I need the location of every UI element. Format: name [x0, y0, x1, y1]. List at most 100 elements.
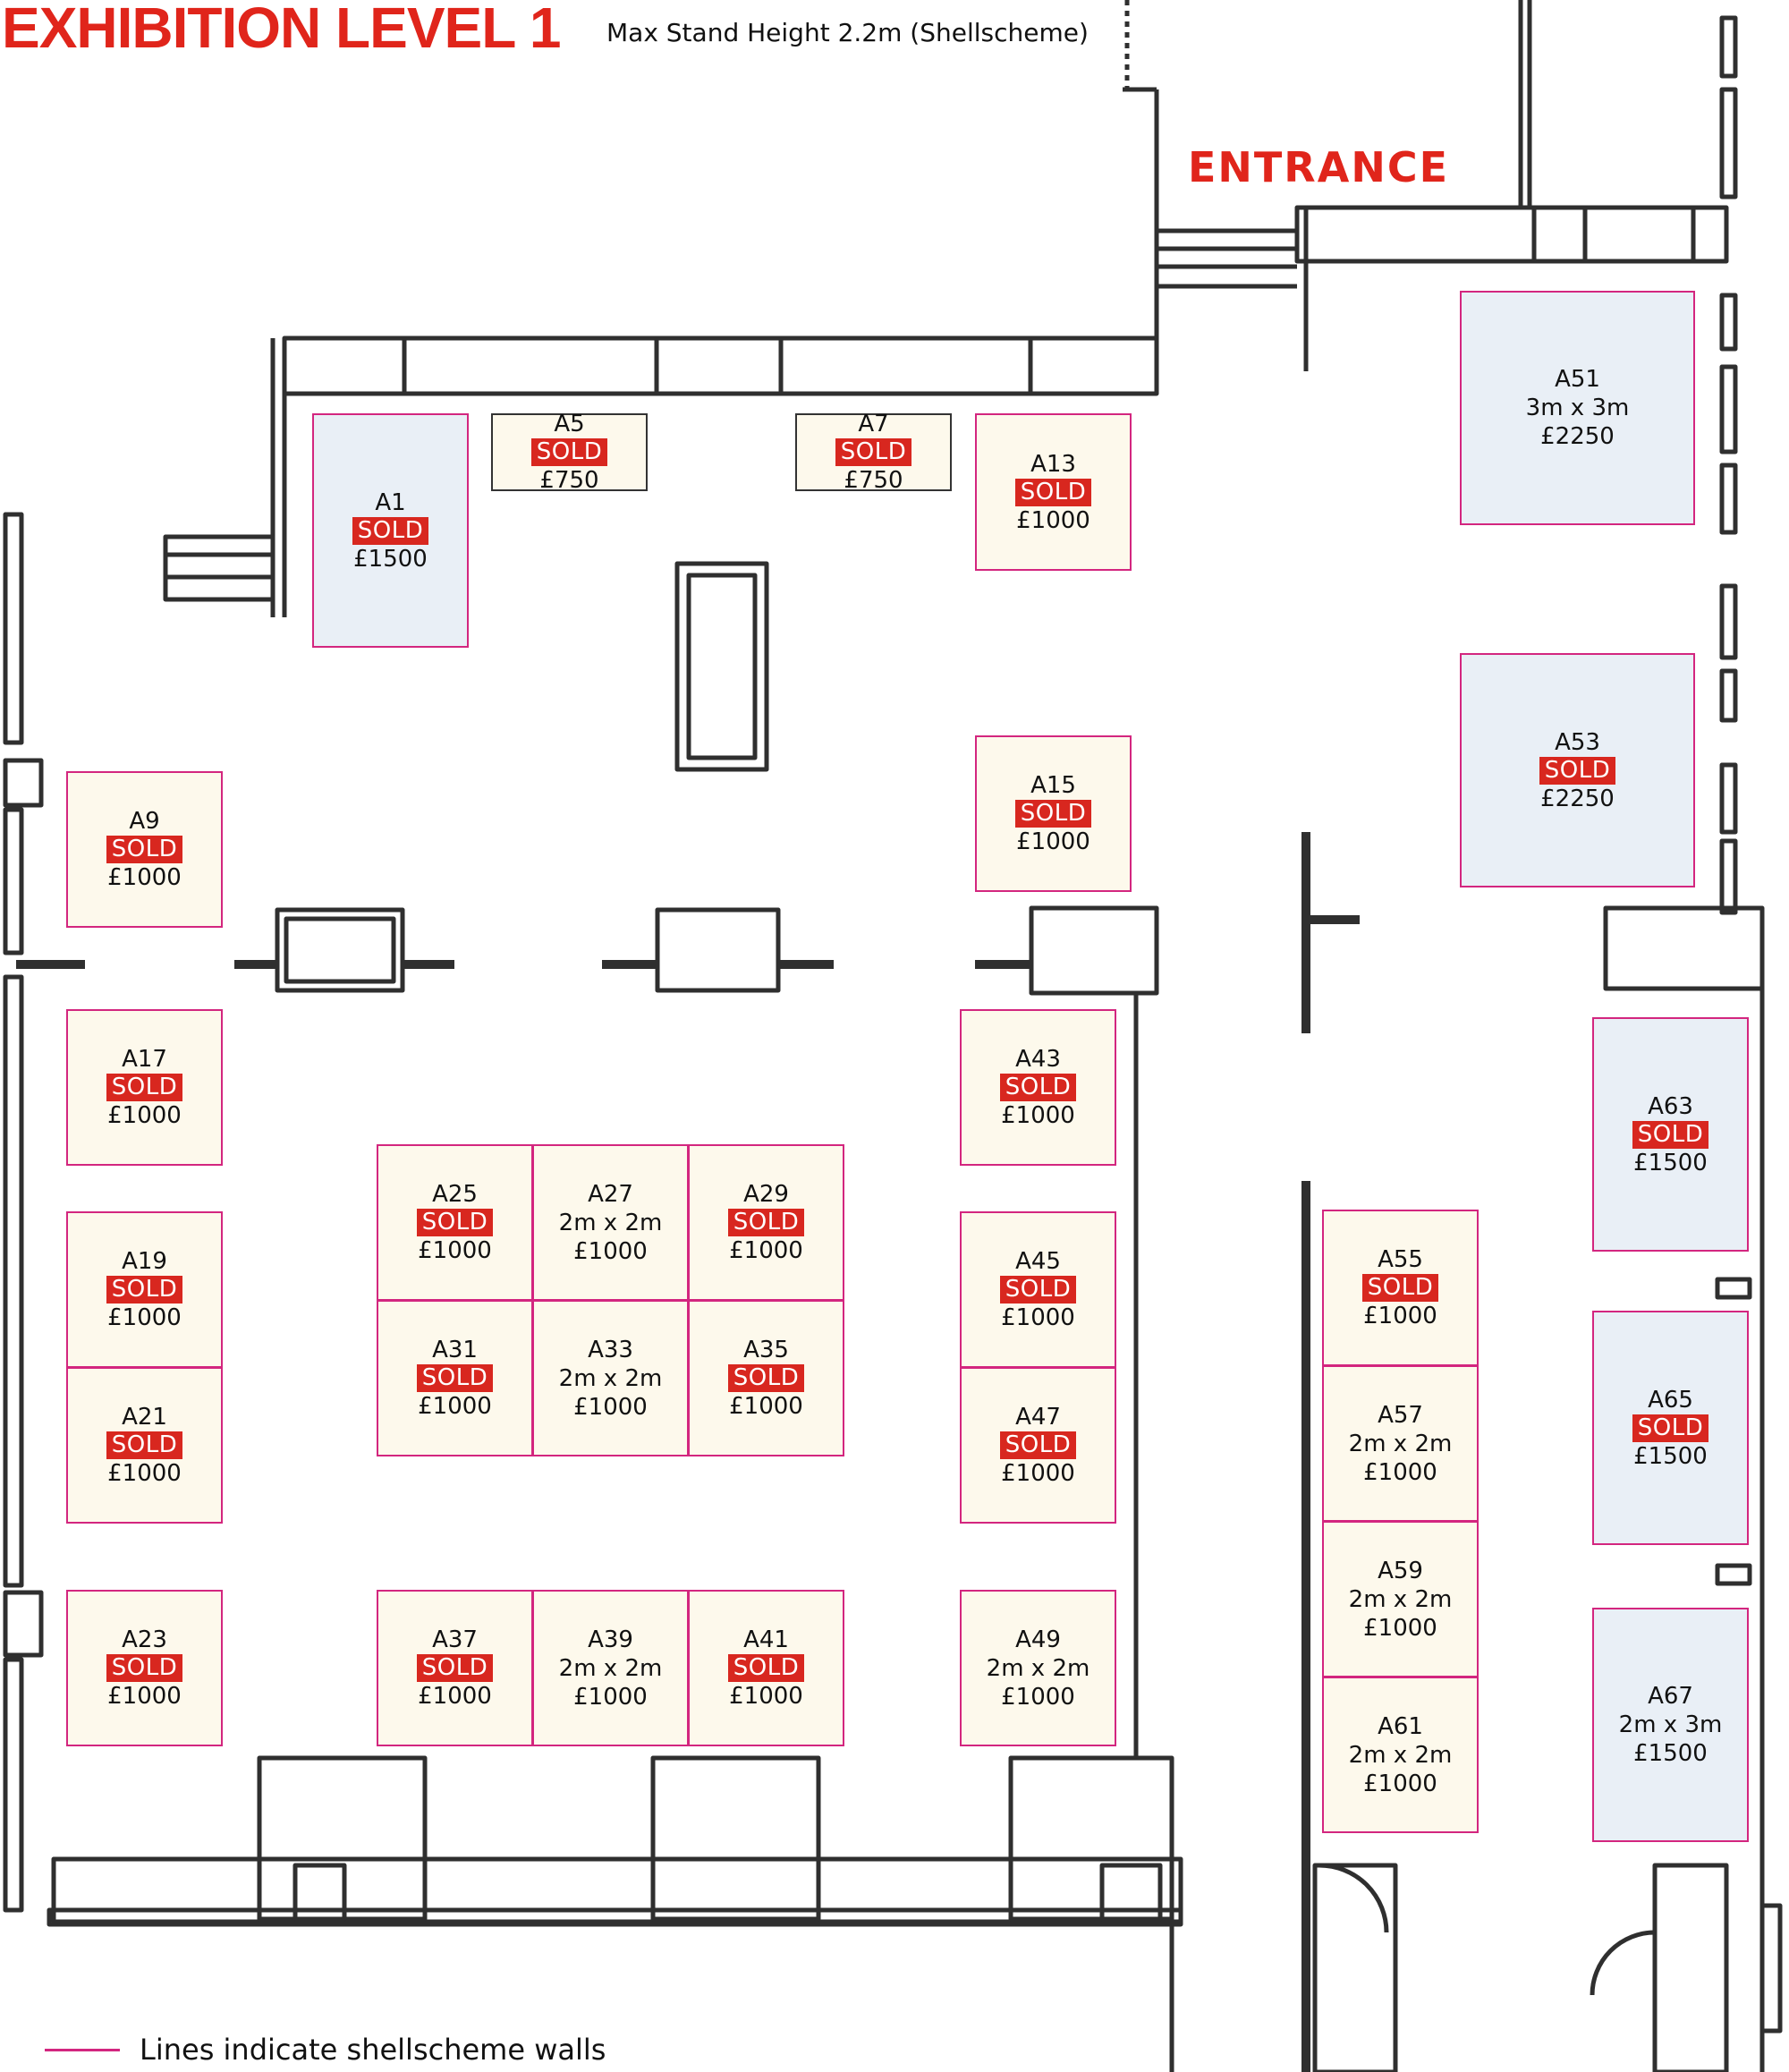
- stand-number: A1: [375, 488, 406, 516]
- stand-number: A29: [743, 1181, 789, 1208]
- stand-number: A19: [122, 1248, 167, 1275]
- stand-number: A59: [1378, 1557, 1423, 1584]
- stand-number: A49: [1015, 1626, 1061, 1653]
- stand-price: £1000: [1001, 1460, 1075, 1487]
- stand-number: A57: [1378, 1401, 1423, 1429]
- stand-number: A43: [1015, 1046, 1061, 1073]
- sold-badge: SOLD: [416, 1364, 494, 1392]
- stand-price: £1000: [418, 1683, 492, 1710]
- stand-number: A17: [122, 1046, 167, 1073]
- stand-price: £1000: [573, 1683, 648, 1711]
- sold-badge: SOLD: [999, 1074, 1077, 1101]
- stand-number: A35: [743, 1337, 789, 1363]
- stand-price: £1000: [1363, 1770, 1437, 1797]
- entrance-label: ENTRANCE: [1188, 143, 1449, 191]
- sold-badge: SOLD: [1539, 756, 1616, 785]
- stand-number: A27: [588, 1180, 633, 1208]
- stand-price: £1000: [729, 1683, 803, 1710]
- stand-price: £1500: [1633, 1740, 1708, 1767]
- stand-price: £2250: [1540, 423, 1615, 450]
- stand-number: A33: [588, 1336, 633, 1363]
- stand-price: £1000: [107, 864, 182, 891]
- stand-number: A7: [858, 411, 889, 437]
- stand-price: £1000: [573, 1393, 648, 1421]
- sold-badge: SOLD: [106, 1654, 183, 1682]
- stand-price: £1000: [418, 1393, 492, 1420]
- stand-price: £2250: [1540, 785, 1615, 812]
- stand-price: £1000: [1016, 828, 1090, 855]
- shellscheme-line-swatch: [45, 2048, 120, 2051]
- stand-price: £1000: [107, 1102, 182, 1129]
- sold-badge: SOLD: [1014, 800, 1092, 828]
- stand-number: A65: [1648, 1386, 1693, 1414]
- stand-price: £1500: [1633, 1149, 1708, 1176]
- stand-price: £1000: [1363, 1458, 1437, 1486]
- sold-badge: SOLD: [1632, 1414, 1709, 1442]
- stand-size: 2m x 2m: [558, 1364, 663, 1392]
- stand-number: A25: [432, 1181, 478, 1208]
- stand-price: £1000: [1016, 506, 1090, 534]
- sold-badge: SOLD: [727, 1364, 805, 1392]
- stand-price: £1000: [1001, 1102, 1075, 1129]
- stand-price: £1000: [1363, 1303, 1437, 1329]
- page-title: EXHIBITION LEVEL 1: [2, 0, 561, 60]
- stand-number: A13: [1030, 450, 1076, 478]
- stand-price: £1000: [107, 1304, 182, 1331]
- sold-badge: SOLD: [106, 1431, 183, 1459]
- sold-badge: SOLD: [530, 438, 608, 466]
- stand-number: A39: [588, 1626, 633, 1653]
- stand-price: £1000: [107, 1460, 182, 1487]
- stand-price: £750: [539, 467, 599, 494]
- stand-price: £1000: [729, 1237, 803, 1264]
- stand-size: 2m x 2m: [1348, 1741, 1453, 1769]
- sold-badge: SOLD: [727, 1209, 805, 1236]
- stand-size: 2m x 2m: [986, 1654, 1090, 1682]
- stand-price: £1000: [418, 1237, 492, 1264]
- stand-number: A45: [1015, 1248, 1061, 1275]
- stand-number: A5: [554, 411, 585, 437]
- stand-size: 2m x 2m: [558, 1209, 663, 1236]
- sold-badge: SOLD: [106, 836, 183, 863]
- sold-badge: SOLD: [106, 1074, 183, 1101]
- sold-badge: SOLD: [352, 516, 429, 545]
- stand-number: A41: [743, 1626, 789, 1653]
- stand-price: £1000: [107, 1683, 182, 1710]
- stand-number: A63: [1648, 1092, 1693, 1120]
- stand-price: £1000: [1001, 1683, 1075, 1711]
- sold-badge: SOLD: [999, 1276, 1077, 1303]
- stand-number: A9: [129, 808, 160, 835]
- stand-number: A51: [1555, 366, 1600, 393]
